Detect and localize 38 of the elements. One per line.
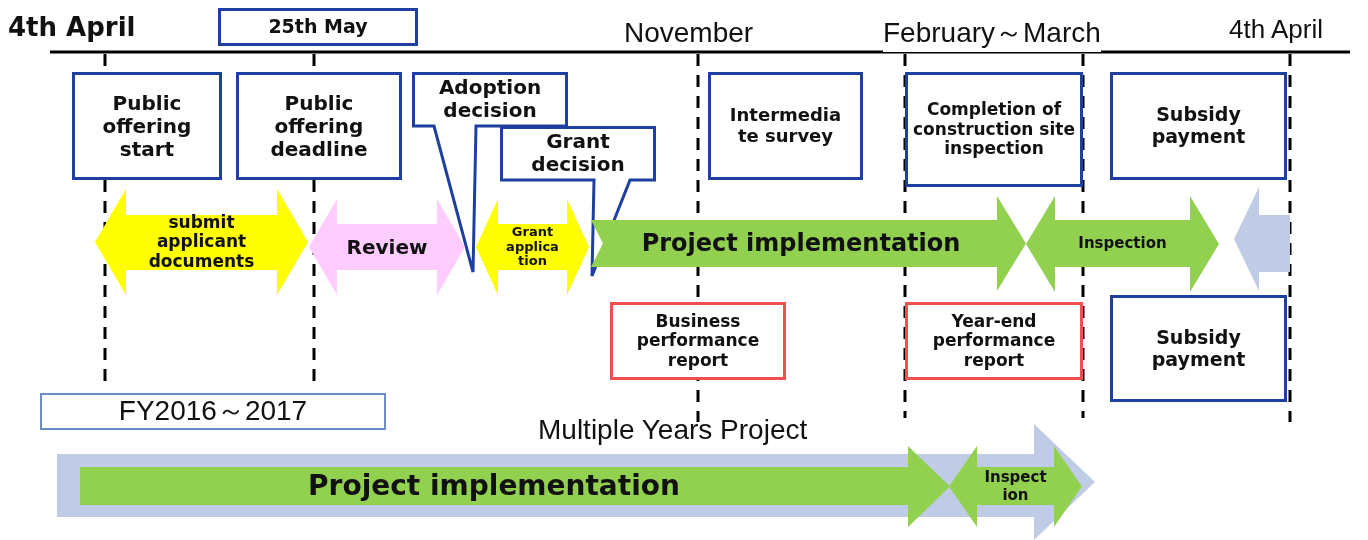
node-label: Public offering deadline [269, 91, 369, 161]
node-label: Public offering start [101, 91, 193, 161]
node-label: Project implementation [308, 470, 680, 503]
phase-band [309, 199, 465, 295]
phase-band [80, 446, 950, 527]
node-label: Year-end performance report [931, 311, 1057, 371]
period-label: FY2016～2017 [118, 395, 308, 428]
phase-band [476, 199, 589, 295]
milestone-box [236, 72, 402, 180]
report-box [905, 302, 1083, 380]
date-box [218, 8, 418, 46]
node-label: Review [346, 235, 428, 259]
phase-band [1026, 196, 1219, 292]
node-label: Business performance report [635, 311, 761, 371]
node-label: Inspect ion [983, 469, 1048, 504]
report-box [610, 302, 786, 380]
milestone-box [905, 72, 1083, 187]
node-label: Subsidy payment [1150, 104, 1247, 148]
milestone-box [1110, 72, 1287, 180]
phase-band [591, 196, 1026, 291]
caption-label: Multiple Years Project [538, 414, 808, 446]
node-label: Adoption decision [437, 76, 543, 122]
phase-band [949, 446, 1082, 527]
node-label: Grant applica tion [505, 224, 560, 270]
node-label: Project implementation [641, 229, 961, 258]
milestone-box [1110, 295, 1287, 402]
node-label: Completion of construction site inspection [912, 100, 1076, 159]
phase-band [1234, 187, 1290, 291]
period-box [40, 393, 386, 430]
milestone-box [72, 72, 222, 180]
milestone-box [708, 72, 863, 180]
node-label: Grant decision [530, 130, 626, 176]
phase-band [95, 189, 308, 295]
node-label: submit applicant documents [147, 212, 256, 272]
node-label: Intermedia te survey [728, 105, 843, 147]
node-label: Inspection [1078, 235, 1167, 253]
node-label: 25th May [268, 16, 368, 38]
node-label: Subsidy payment [1150, 326, 1247, 371]
